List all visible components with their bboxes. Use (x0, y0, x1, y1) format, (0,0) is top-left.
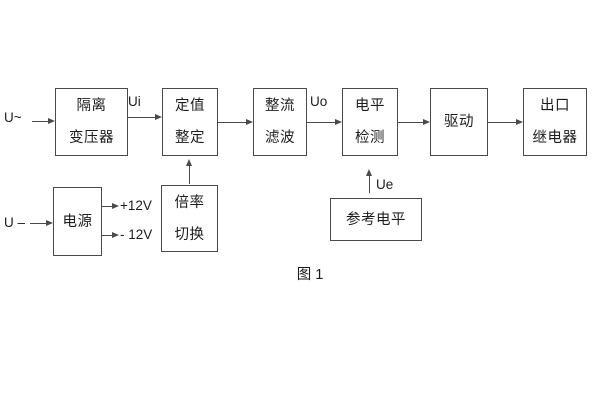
block-isolation-transformer: 隔离 变压器 (55, 88, 128, 156)
block-reference-level: 参考电平 (330, 198, 422, 241)
block-label: 定值 (175, 98, 205, 114)
label-input-ac: U~ (4, 110, 22, 125)
block-label: 检测 (355, 130, 385, 146)
block-output-relay: 出口 继电器 (523, 88, 587, 156)
block-level-detect: 电平 检测 (342, 88, 398, 156)
arrow-ratio-to-setting (185, 159, 192, 184)
arrow-isolation-to-setting (128, 113, 162, 120)
block-label: 电平 (355, 98, 385, 114)
block-label: 参考电平 (346, 211, 406, 228)
arrow-plus-12v (102, 202, 119, 209)
block-label: 切换 (174, 226, 205, 243)
block-power-supply: 电源 (53, 187, 102, 256)
label-input-dc: U – (4, 215, 26, 230)
label-ui: Ui (128, 94, 141, 109)
block-label: 继电器 (532, 130, 578, 146)
label-uo: Uo (310, 94, 328, 109)
block-label: 出口 (540, 98, 570, 114)
block-rectifier-filter: 整流 滤波 (253, 88, 307, 156)
block-label: 滤波 (265, 130, 295, 146)
block-label: 驱动 (444, 114, 474, 130)
label-plus-12v: +12V (120, 198, 152, 213)
arrow-rectifier-to-level (307, 118, 342, 125)
block-ratio-switch: 倍率 切换 (161, 185, 218, 252)
arrow-setting-to-rectifier (218, 118, 253, 125)
block-label: 整流 (265, 98, 295, 114)
label-minus-12v: - 12V (120, 227, 153, 242)
figure-caption: 图 1 (296, 267, 324, 283)
label-ue: Ue (376, 177, 394, 192)
block-label: 变压器 (69, 130, 114, 146)
arrow-driver-to-relay (488, 118, 523, 125)
arrow-input-ac (32, 117, 55, 124)
block-label: 整定 (175, 130, 205, 146)
arrow-input-dc (30, 219, 53, 226)
block-driver: 驱动 (430, 88, 488, 156)
arrow-reference-to-level (365, 169, 372, 193)
block-setting-adjust: 定值 整定 (162, 88, 218, 156)
arrow-minus-12v (102, 231, 119, 238)
block-label: 隔离 (76, 98, 107, 114)
block-label: 电源 (62, 213, 93, 230)
arrow-level-to-driver (398, 118, 430, 125)
block-label: 倍率 (174, 194, 205, 211)
